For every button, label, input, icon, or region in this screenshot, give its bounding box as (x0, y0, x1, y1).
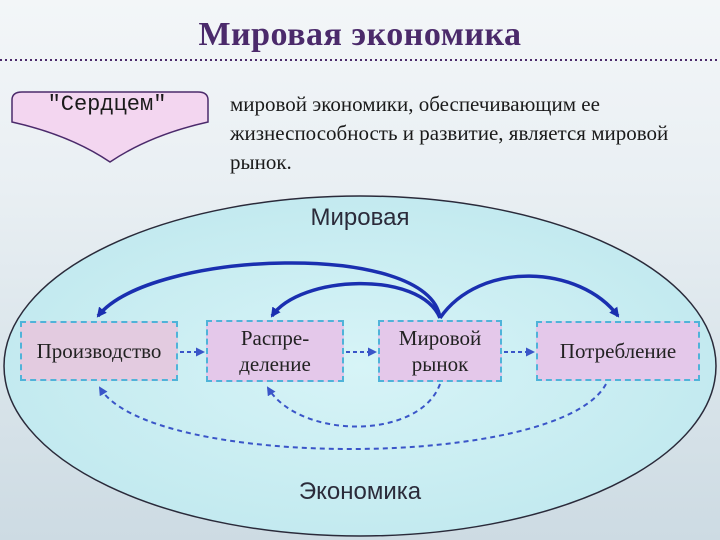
distribution-label: Распре-деление (239, 326, 311, 376)
arrow-market-to-production (96, 261, 442, 319)
arrow-market-to-consumption (438, 274, 620, 319)
oval-bottom-label: Экономика (298, 478, 422, 505)
economy-oval (3, 195, 717, 537)
market-box: Мировой рынок (378, 320, 502, 382)
heart-shape (11, 91, 209, 163)
consumption-box: Потребление (536, 321, 700, 381)
production-label: Производство (36, 339, 162, 363)
description-text: мировой экономики, обеспечивающим ее жиз… (230, 92, 669, 174)
arrow-market-to-distribution-return (266, 383, 441, 428)
production-box: Производство (20, 321, 178, 381)
arrow-market-to-distribution (270, 281, 442, 319)
market-label: Мировой рынок (398, 326, 482, 376)
page-title: Мировая экономика (198, 16, 522, 53)
heart-label: "Сердцем" (47, 92, 167, 117)
distribution-box: Распре-деление (206, 320, 344, 382)
oval-top-label: Мировая (310, 204, 410, 231)
consumption-label: Потребление (559, 339, 677, 363)
